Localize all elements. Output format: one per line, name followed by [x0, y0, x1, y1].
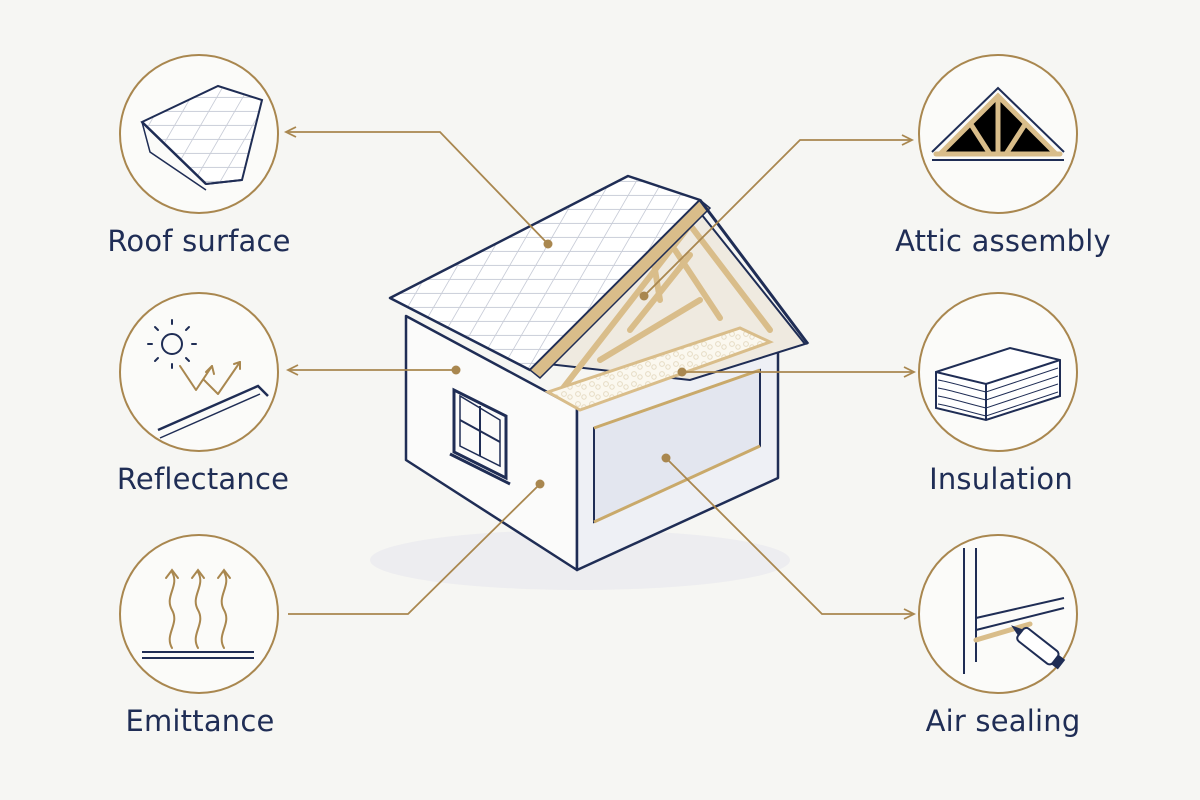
roof-shingles-icon — [119, 54, 279, 214]
house-illustration — [370, 174, 810, 590]
label-attic-assembly: Attic assembly — [895, 224, 1111, 258]
caulk-gun-icon — [918, 534, 1078, 694]
leader-emittance — [288, 483, 541, 615]
insulation-layer — [544, 326, 774, 412]
leader-dots — [451, 239, 687, 489]
label-air-sealing: Air sealing — [925, 704, 1081, 738]
leader-lines — [283, 126, 917, 620]
leader-attic-assembly — [643, 139, 910, 297]
label-roof-surface: Roof surface — [107, 224, 291, 258]
leader-air-sealing — [665, 457, 912, 615]
insulation-batt-icon — [918, 292, 1078, 452]
sun-reflection-icon — [119, 292, 279, 452]
roof-truss-icon — [918, 54, 1078, 214]
heat-waves-icon — [119, 534, 279, 694]
label-reflectance: Reflectance — [116, 462, 290, 496]
window — [449, 387, 511, 486]
label-insulation: Insulation — [929, 462, 1073, 496]
label-emittance: Emittance — [125, 704, 275, 738]
leader-roof-surface — [288, 131, 549, 245]
